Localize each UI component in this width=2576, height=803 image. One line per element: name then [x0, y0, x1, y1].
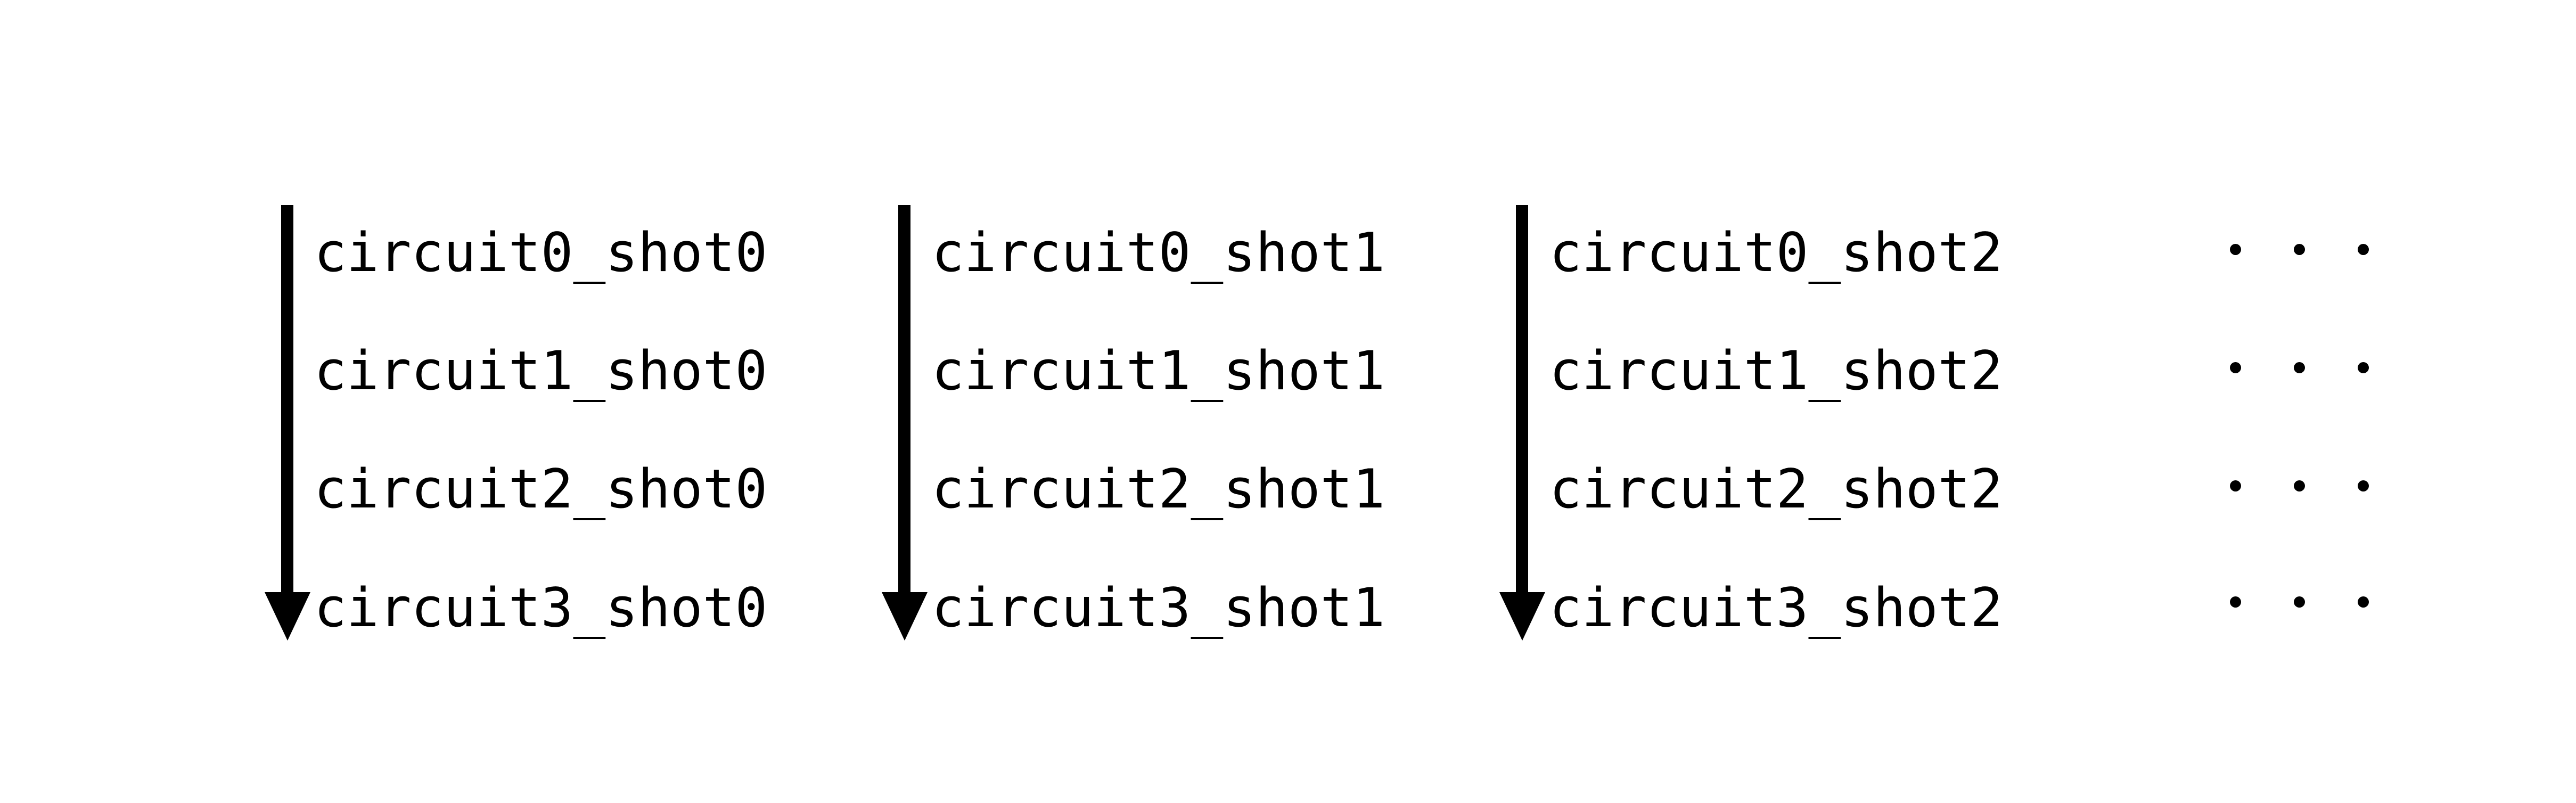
label-circuit0-shot1: circuit0_shot1 [932, 221, 1385, 284]
ellipsis-dot-icon [2358, 480, 2369, 491]
shot1-order-arrow-icon [882, 205, 928, 641]
label-circuit1-shot0: circuit1_shot0 [314, 339, 768, 402]
ellipsis-dot-icon [2294, 244, 2305, 255]
label-circuit0-shot2: circuit0_shot2 [1549, 221, 2003, 284]
label-circuit1-shot2: circuit1_shot2 [1549, 339, 2003, 402]
shot2-order-arrow-icon [1499, 205, 1545, 641]
ellipsis-dot-icon [2230, 480, 2241, 491]
label-circuit2-shot0: circuit2_shot0 [314, 457, 768, 520]
label-circuit2-shot1: circuit2_shot1 [932, 457, 1385, 520]
label-circuit3-shot1: circuit3_shot1 [932, 576, 1385, 639]
shot0-order-arrow-icon [265, 205, 310, 641]
ellipsis-dot-icon [2294, 596, 2305, 608]
ellipsis-dot-icon [2358, 244, 2369, 255]
ellipsis-dot-icon [2294, 480, 2305, 491]
label-circuit0-shot0: circuit0_shot0 [314, 221, 768, 284]
label-circuit2-shot2: circuit2_shot2 [1549, 457, 2003, 520]
ellipsis-dot-icon [2358, 362, 2369, 373]
ellipsis-dot-icon [2294, 362, 2305, 373]
label-circuit3-shot0: circuit3_shot0 [314, 576, 768, 639]
label-circuit3-shot2: circuit3_shot2 [1549, 576, 2003, 639]
ellipsis-dot-icon [2230, 596, 2241, 608]
label-circuit1-shot1: circuit1_shot1 [932, 339, 1385, 402]
ellipsis-dot-icon [2230, 244, 2241, 255]
ellipsis-dot-icon [2358, 596, 2369, 608]
ellipsis-dot-icon [2230, 362, 2241, 373]
